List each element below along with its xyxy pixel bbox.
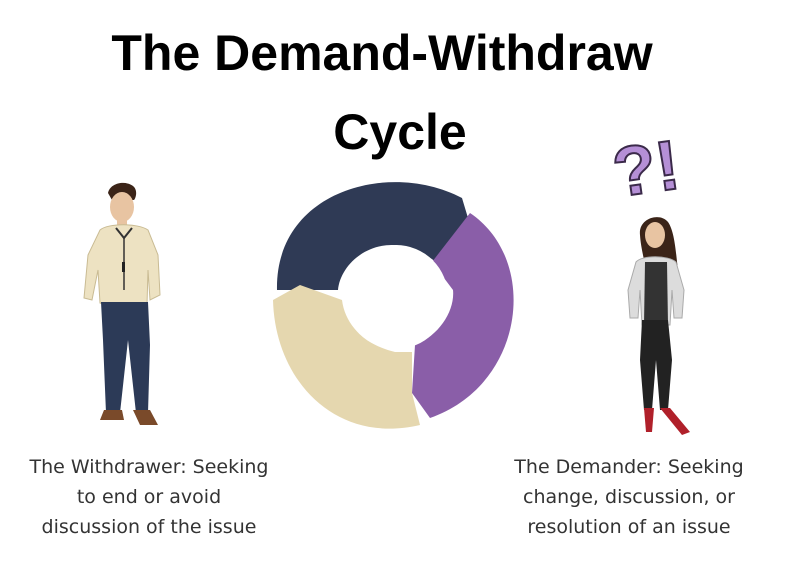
title-line-1: The Demand-Withdraw <box>111 25 653 81</box>
withdrawer-caption-line: The Withdrawer: Seeking <box>29 456 269 478</box>
demander-caption-line: resolution of an issue <box>527 516 731 538</box>
withdrawer-caption-line: to end or avoid <box>76 486 222 508</box>
title-line-2: Cycle <box>333 104 467 160</box>
ring-hole <box>344 245 448 349</box>
cycle-ring <box>273 182 514 429</box>
beige-segment <box>273 285 420 429</box>
demander-caption-line: change, discussion, or <box>523 486 735 508</box>
withdrawer-caption-line: discussion of the issue <box>41 516 257 538</box>
demander-figure: ?! <box>607 124 690 435</box>
purple-segment <box>412 213 514 418</box>
navy-segment <box>276 182 468 290</box>
demander-caption-line: The Demander: Seeking <box>514 456 744 478</box>
question-exclamation-icon: ?! <box>608 125 684 211</box>
withdrawer-figure <box>83 182 161 425</box>
withdrawer-caption: The Withdrawer: Seeking to end or avoid … <box>14 452 284 542</box>
demander-caption: The Demander: Seeking change, discussion… <box>494 452 764 542</box>
